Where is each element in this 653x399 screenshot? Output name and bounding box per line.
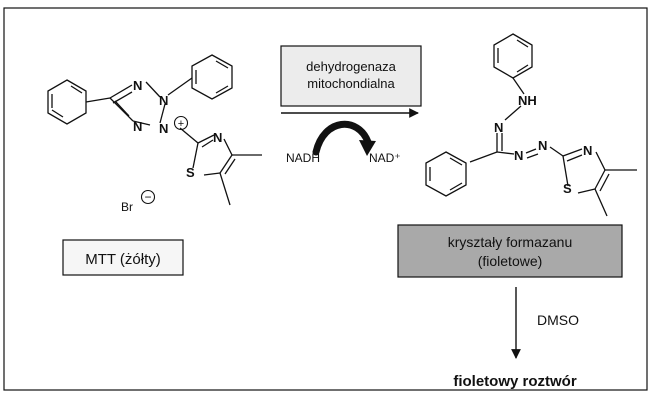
cofactor-nad-plus: NAD⁺	[369, 151, 401, 165]
mtt-left-phenyl	[47, 79, 87, 125]
formazan-thiazole-s: S	[563, 181, 572, 196]
mtt-structure	[47, 54, 262, 206]
mtt-charge-plus: +	[178, 118, 184, 130]
mtt-top-phenyl	[191, 54, 233, 100]
mtt-counterion-minus: −	[144, 190, 151, 204]
mtt-charge-circle	[173, 115, 189, 131]
mtt-thiazole-n: N	[213, 130, 222, 145]
formazan-structure	[425, 33, 637, 217]
mtt-atom-labels: N N N N N S	[133, 78, 222, 180]
formazan-atom-labels: NH N N N N S	[494, 93, 592, 196]
mtt-atom-n1: N	[133, 78, 142, 93]
mtt-counterion: Br	[121, 200, 133, 214]
formazan-top-phenyl	[493, 33, 533, 79]
cofactor-arrow-head	[359, 140, 376, 156]
mtt-thiazole-s: S	[186, 165, 195, 180]
formazan-atom-n-a: N	[494, 120, 503, 135]
cofactor-nadh: NADH	[286, 151, 320, 165]
enzyme-line-1: dehydrogenaza	[306, 59, 396, 74]
result-label: fioletowy roztwór	[453, 373, 576, 390]
formazan-caption-box	[397, 224, 623, 278]
cofactor-curved-arrow	[312, 120, 372, 156]
formazan-atom-n-b: N	[514, 148, 523, 163]
dmso-label: DMSO	[537, 312, 579, 328]
formazan-bottom-phenyl	[425, 151, 467, 197]
mtt-atom-n2: N	[159, 93, 168, 108]
formazan-caption-line-2: (fioletowe)	[478, 253, 543, 269]
mtt-counterion-circle	[140, 189, 156, 205]
formazan-atom-nh: NH	[518, 93, 537, 108]
formazan-caption-line-1: kryształy formazanu	[448, 234, 572, 250]
outer-frame	[3, 7, 648, 391]
mtt-atom-n3: N	[159, 121, 168, 136]
mtt-atom-n4: N	[133, 119, 142, 134]
mtt-caption-box	[62, 239, 184, 276]
formazan-atom-n-c: N	[538, 138, 547, 153]
formazan-thiazole-n: N	[583, 143, 592, 158]
mtt-caption: MTT (żółty)	[85, 251, 161, 268]
enzyme-box	[280, 45, 422, 107]
enzyme-line-2: mitochondialna	[307, 76, 395, 91]
